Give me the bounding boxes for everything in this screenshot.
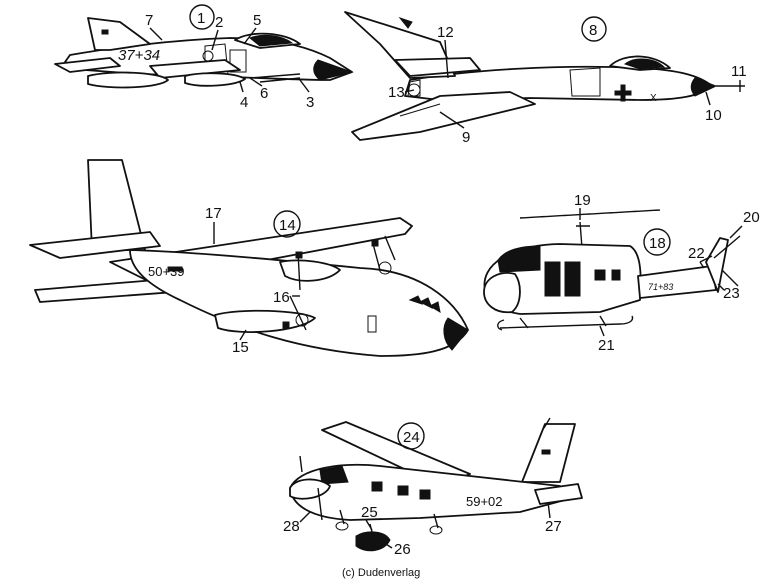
tornado-callouts: 8 12 13 9 10 11 [388, 16, 747, 146]
label-27: 27 [545, 518, 562, 535]
label-14: 14 [279, 217, 296, 234]
callout-circle-14 [273, 210, 301, 238]
label-13: 13 [388, 84, 405, 101]
label-19: 19 [574, 192, 591, 209]
label-3: 3 [306, 94, 314, 111]
aircraft-huey: 71+83 [483, 209, 741, 331]
label-10: 10 [705, 107, 722, 124]
label-21: 21 [598, 337, 615, 354]
label-2: 2 [215, 14, 223, 31]
aircraft-phantom: 37+34 [54, 17, 354, 89]
label-24: 24 [403, 429, 420, 446]
label-1: 1 [197, 10, 205, 27]
label-23: 23 [723, 285, 740, 302]
do28-callouts: 24 28 25 26 27 [283, 422, 562, 558]
do28-serial: 59+02 [466, 494, 503, 509]
label-22: 22 [688, 245, 705, 262]
label-4: 4 [240, 94, 248, 111]
label-11: 11 [731, 63, 747, 80]
label-26: 26 [394, 541, 411, 558]
label-5: 5 [253, 12, 261, 29]
label-25: 25 [361, 504, 378, 521]
label-20: 20 [743, 209, 760, 226]
huey-callouts: 18 19 20 22 23 21 [574, 192, 760, 354]
copyright-credit: (c) Dudenverlag [342, 567, 420, 579]
huey-serial: 71+83 [648, 282, 673, 292]
aircraft-transall: 50+39 [29, 159, 469, 357]
callout-circle-24 [397, 422, 425, 450]
label-16: 16 [273, 289, 290, 306]
label-17: 17 [205, 205, 222, 222]
callout-circle-18 [643, 228, 671, 256]
label-18: 18 [649, 235, 666, 252]
label-9: 9 [462, 129, 470, 146]
transall-callouts: 14 17 16 15 [205, 205, 301, 356]
label-15: 15 [232, 339, 249, 356]
label-28: 28 [283, 518, 300, 535]
callout-circle-1 [189, 4, 215, 30]
label-6: 6 [260, 85, 268, 102]
aircraft-tornado: X [344, 11, 718, 141]
svg-text:X: X [650, 93, 657, 104]
aircraft-do28: 59+02 [289, 417, 583, 552]
label-8: 8 [589, 22, 597, 39]
callout-circle-8 [581, 16, 607, 42]
phantom-serial: 37+34 [118, 47, 160, 64]
phantom-callouts: 1 7 2 5 6 4 3 [145, 4, 314, 111]
label-12: 12 [437, 24, 454, 41]
label-7: 7 [145, 12, 153, 29]
